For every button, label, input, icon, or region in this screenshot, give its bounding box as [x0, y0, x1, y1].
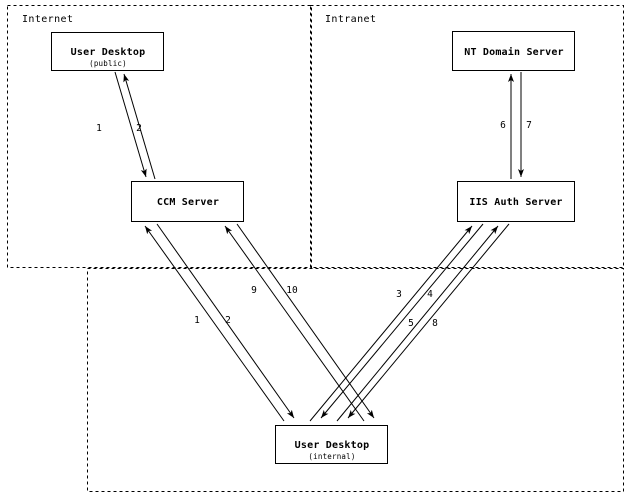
flow-line-4-iis-to-internal	[320, 223, 484, 419]
node-nt-domain-server-box[interactable]	[452, 31, 575, 71]
node-user-desktop-public-sublabel: (public)	[89, 59, 127, 68]
node-user-desktop-public-label: User Desktop	[71, 47, 146, 58]
step-label-1-internal: 1	[194, 315, 200, 326]
flow-internal-ccm-910	[224, 223, 375, 422]
node-iis-auth-server-box[interactable]	[457, 181, 575, 222]
flow-line-5-internal-to-iis	[336, 225, 499, 422]
zone-intranet: Intranet	[310, 5, 624, 268]
flow-line-2-ccm-to-internal	[156, 223, 295, 419]
node-user-desktop-internal-sublabel: (internal)	[308, 452, 355, 461]
node-user-desktop-internal[interactable]: User Desktop (internal)	[275, 425, 388, 464]
node-nt-domain-server[interactable]: NT Domain Server	[452, 31, 575, 71]
node-nt-domain-server-label: NT Domain Server	[464, 46, 564, 58]
node-iis-auth-server-label: IIS Auth Server	[469, 197, 562, 208]
step-labels: 1 2 1 2 3 4 5 6 7 8 9 10	[96, 120, 532, 329]
node-ccm-server-box[interactable]	[131, 181, 244, 222]
step-label-2-internal: 2	[225, 315, 231, 326]
node-user-desktop-public[interactable]: User Desktop (public)	[51, 32, 164, 71]
zone-internet-label: Internet	[22, 14, 73, 25]
zone-internal	[87, 268, 624, 492]
step-label-9: 9	[251, 285, 257, 296]
flow-internal-ccm-12	[144, 223, 295, 422]
zone-internal-border	[87, 268, 624, 492]
flow-line-1-public-to-ccm	[114, 71, 147, 178]
step-label-4: 4	[427, 289, 433, 300]
flow-public-ccm	[114, 71, 156, 180]
step-label-2-public: 2	[136, 123, 142, 134]
flow-line-10-ccm-to-internal	[236, 223, 375, 419]
zone-internet-border	[7, 5, 312, 268]
step-label-10: 10	[286, 285, 298, 296]
step-label-8: 8	[432, 318, 438, 329]
flow-line-1-internal-to-ccm	[144, 225, 285, 422]
flow-line-9-internal-to-ccm	[224, 225, 365, 422]
node-user-desktop-internal-label: User Desktop	[295, 440, 370, 451]
zone-internet: Internet	[7, 5, 312, 268]
node-user-desktop-internal-box[interactable]	[275, 425, 388, 464]
flow-line-3-internal-to-iis	[309, 225, 473, 422]
flow-iis-nt	[508, 72, 524, 179]
step-label-7: 7	[526, 120, 532, 131]
node-iis-auth-server[interactable]: IIS Auth Server	[457, 181, 575, 222]
step-label-5: 5	[408, 318, 414, 329]
flow-internal-iis-58	[336, 223, 510, 422]
step-label-6: 6	[500, 120, 506, 131]
node-ccm-server-label: CCM Server	[157, 197, 219, 208]
zone-intranet-border	[310, 5, 624, 268]
flow-line-2-ccm-to-public	[123, 73, 156, 180]
step-label-3: 3	[396, 289, 402, 300]
node-ccm-server[interactable]: CCM Server	[131, 181, 244, 222]
flow-line-8-iis-to-internal	[347, 223, 510, 419]
flow-internal-iis-34	[309, 223, 484, 422]
zone-intranet-label: Intranet	[325, 14, 376, 25]
node-user-desktop-public-box[interactable]	[51, 32, 164, 71]
step-label-1-public: 1	[96, 123, 102, 134]
